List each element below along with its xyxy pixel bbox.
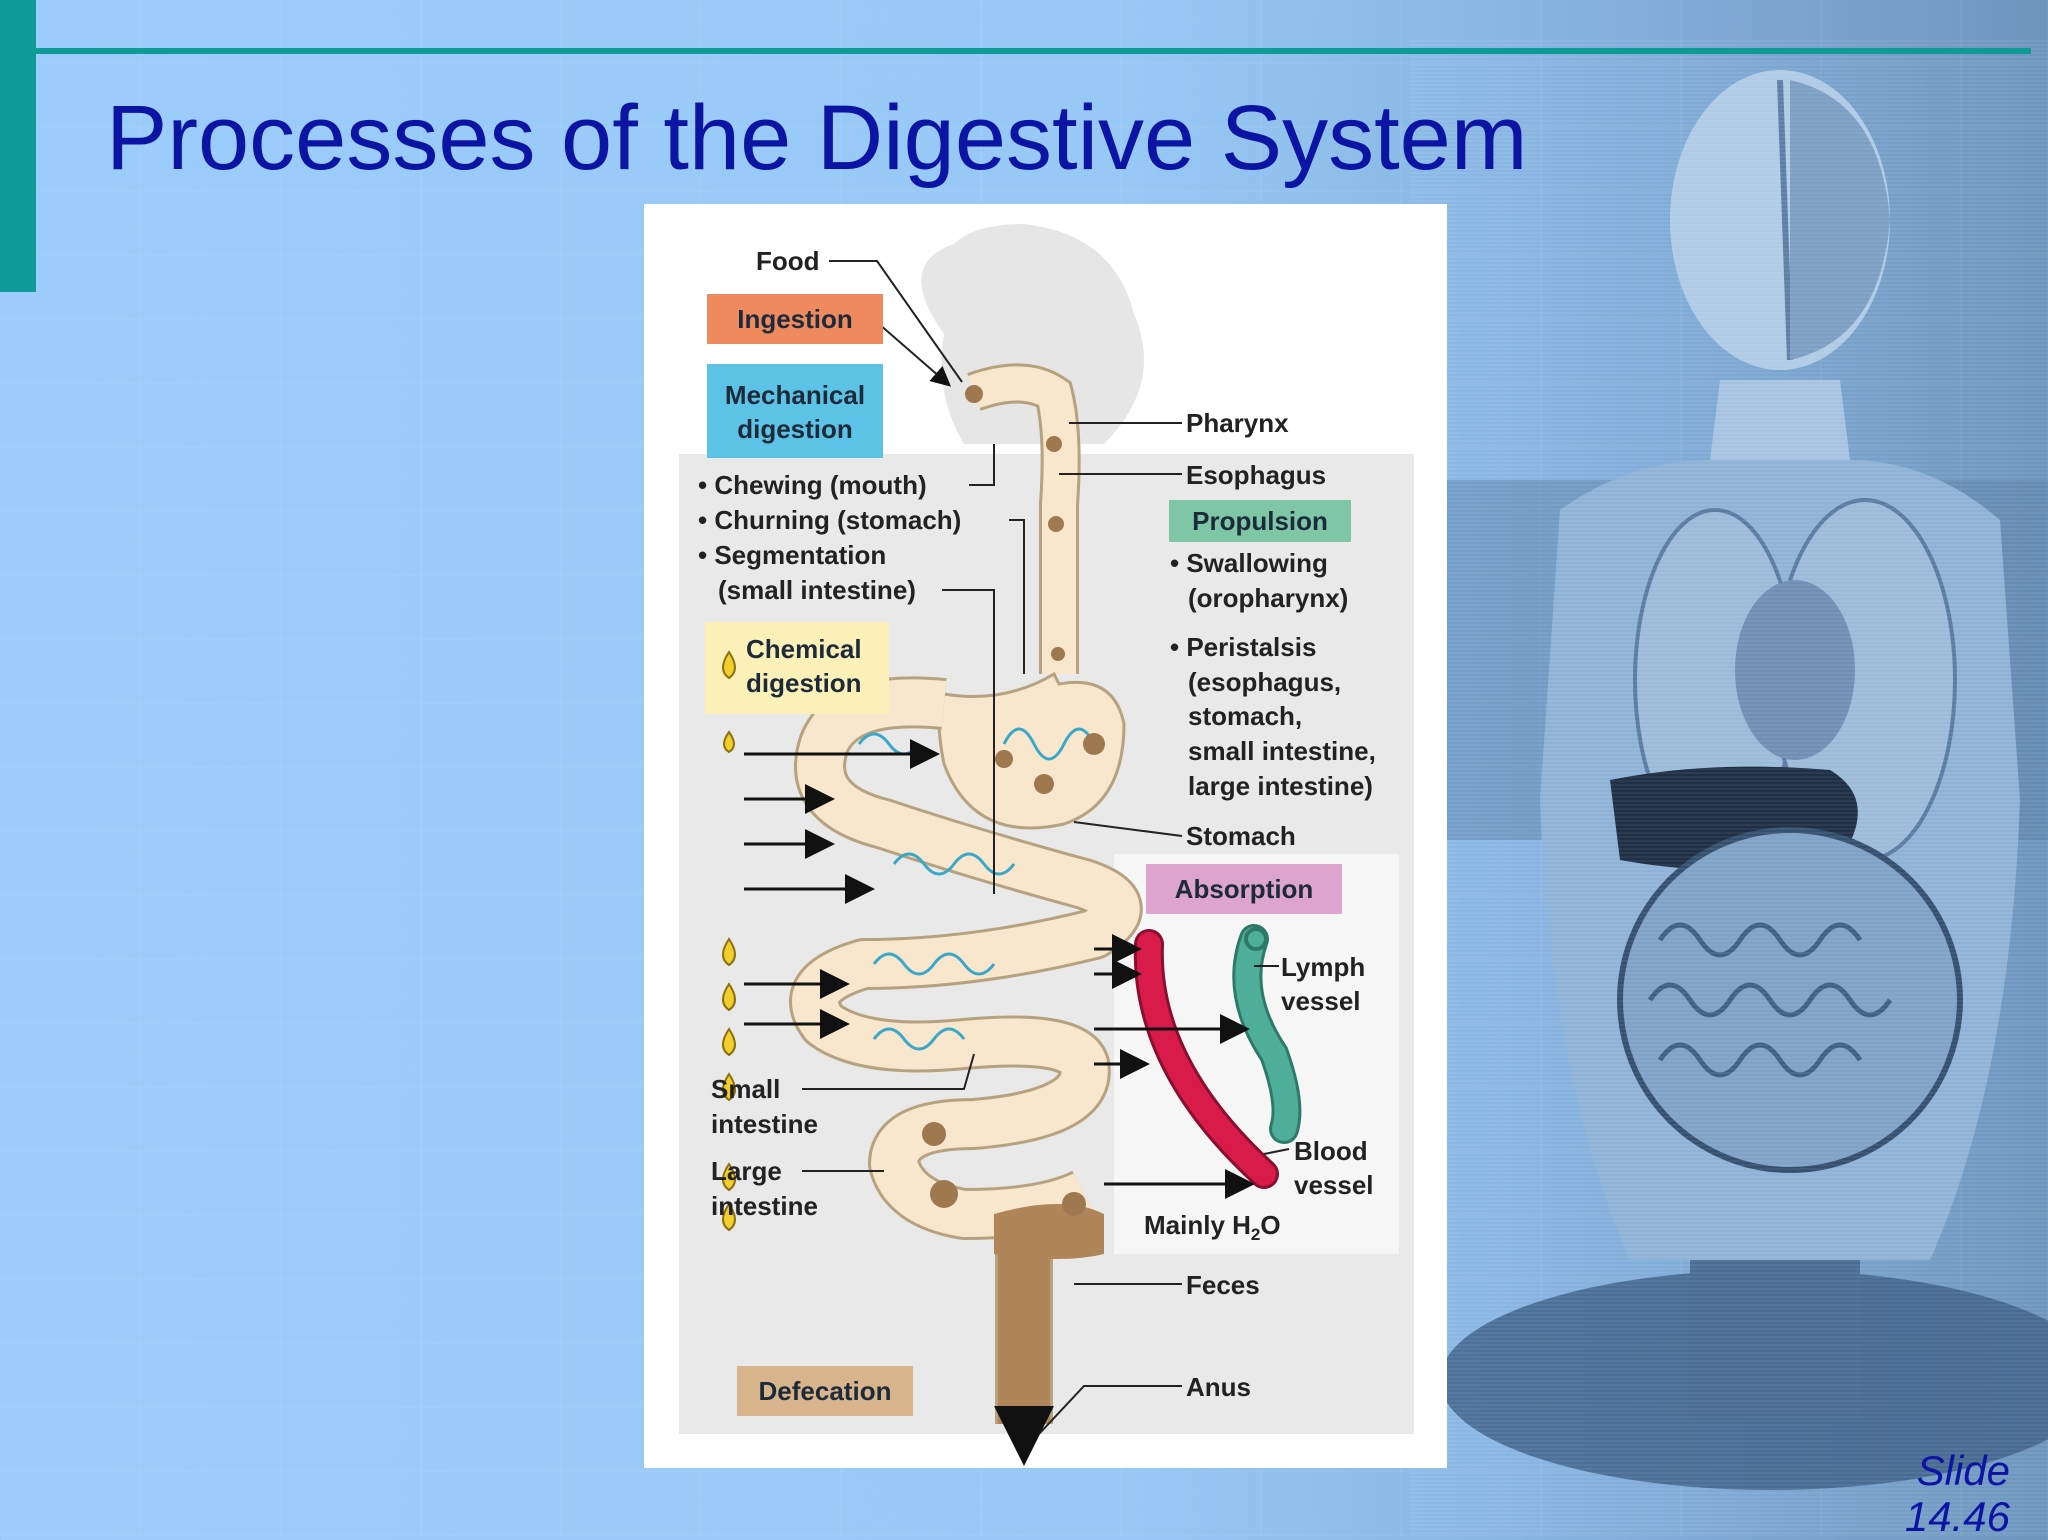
ingestion-box — [707, 294, 883, 344]
large-intestine-label-line1: Large — [711, 1156, 782, 1186]
propulsion-box — [1169, 500, 1351, 542]
digestive-tract — [789, 363, 1143, 1466]
mechanical-label-line2: digestion — [737, 414, 853, 444]
propulsion-list-item: stomach, — [1188, 701, 1302, 731]
ingestion-label: Ingestion — [737, 304, 853, 334]
leader-lines — [802, 260, 1290, 1435]
chemical-label-line2: digestion — [746, 668, 862, 698]
mechanical-digestion-box — [707, 364, 883, 458]
accent-side-bar — [0, 0, 36, 292]
propulsion-list-item: • Swallowing — [1170, 548, 1328, 578]
slide-number-label: Slide — [1916, 1447, 2010, 1494]
propulsion-list-item: small intestine, — [1188, 736, 1376, 766]
mechanical-list-item: • Chewing (mouth) — [698, 470, 927, 500]
slide-number-value: 14.46 — [1904, 1493, 2010, 1540]
defecation-label: Defecation — [759, 1376, 892, 1406]
mainly-water-label: Mainly H2O — [1144, 1210, 1281, 1244]
stomach-label: Stomach — [1186, 821, 1296, 851]
propulsion-label: Propulsion — [1192, 506, 1328, 536]
large-intestine-label-line2: intestine — [711, 1191, 818, 1221]
small-intestine-label-line2: intestine — [711, 1109, 818, 1139]
slide-number: Slide 14.46 — [1860, 1448, 2010, 1540]
absorption-label: Absorption — [1175, 874, 1314, 904]
esophagus-label: Esophagus — [1186, 460, 1326, 490]
mechanical-list-item: • Segmentation — [698, 540, 886, 570]
enzyme-droplets — [722, 730, 736, 1232]
defecation-box — [737, 1366, 913, 1416]
chemical-label-line1: Chemical — [746, 634, 862, 664]
propulsion-list-item: • Peristalsis — [1170, 632, 1316, 662]
propulsion-list-item: (esophagus, — [1188, 667, 1341, 697]
anus-label: Anus — [1186, 1372, 1251, 1402]
propulsion-list-item: (oropharynx) — [1188, 583, 1348, 613]
absorption-box — [1146, 864, 1342, 914]
food-label: Food — [756, 246, 820, 276]
propulsion-list-item: large intestine) — [1188, 771, 1373, 801]
lymph-vessel-label-line1: Lymph — [1281, 952, 1365, 982]
blood-vessel-label-line2: vessel — [1294, 1170, 1374, 1200]
absorption-arrows — [744, 739, 1255, 1199]
feces-label: Feces — [1186, 1270, 1260, 1300]
droplet-icon — [722, 650, 736, 680]
lymph-vessel-label-line2: vessel — [1281, 986, 1361, 1016]
blood-vessel-label-line1: Blood — [1294, 1136, 1368, 1166]
digestive-process-diagram: Ingestion Mechanical digestion Propulsio… — [644, 204, 1447, 1468]
accent-top-rule — [36, 48, 2031, 54]
mechanical-list-item: (small intestine) — [718, 575, 916, 605]
slide-title: Processes of the Digestive System — [106, 87, 1528, 189]
pharynx-label: Pharynx — [1186, 408, 1289, 438]
mechanical-label-line1: Mechanical — [725, 380, 865, 410]
mechanical-list-item: • Churning (stomach) — [698, 505, 961, 535]
small-intestine-label-line1: Small — [711, 1074, 780, 1104]
anatomical-torso-image — [1410, 40, 2048, 1536]
head-silhouette — [921, 224, 1144, 444]
